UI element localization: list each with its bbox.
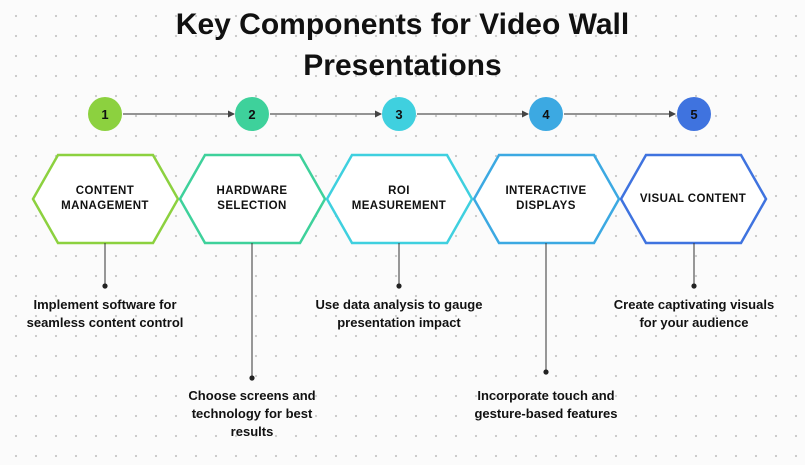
step-number-2: 2: [235, 97, 269, 131]
hexagon-interactive-displays: [472, 153, 621, 245]
description-line: for your audience: [639, 315, 749, 330]
description-line: results: [230, 424, 274, 439]
description-line: Create captivating visuals: [613, 297, 775, 312]
description-line: Implement software for: [33, 297, 177, 312]
description-hardware-selection: Choose screens and technology for best r…: [162, 387, 342, 441]
hex-label-roi-measurement: ROI MEASUREMENT: [339, 184, 459, 214]
hex-label-line: VISUAL CONTENT: [639, 192, 747, 205]
description-line: gesture-based features: [474, 406, 618, 421]
hex-label-line: ROI: [388, 185, 410, 197]
description-visual-content: Create captivating visuals for your audi…: [599, 296, 789, 332]
hex-label-interactive-displays: INTERACTIVE DISPLAYS: [486, 184, 606, 214]
hexagon-content-management: [31, 153, 180, 245]
step-number-1: 1: [88, 97, 122, 131]
hexagon-roi-measurement: [325, 153, 474, 245]
description-roi-measurement: Use data analysis to gauge presentation …: [299, 296, 499, 332]
hex-label-line: DISPLAYS: [516, 200, 576, 212]
hex-label-line: SELECTION: [217, 200, 287, 212]
page-title: Key Components for Video Wall Presentati…: [0, 4, 805, 86]
title-line-2: Presentations: [303, 49, 502, 82]
hex-label-line: CONTENT: [75, 185, 135, 197]
description-line: Use data analysis to gauge: [315, 297, 483, 312]
hex-label-hardware-selection: HARDWARE SELECTION: [192, 184, 312, 214]
description-line: seamless content control: [26, 315, 184, 330]
connector-dot-5: [691, 283, 697, 289]
connector-dot-4: [543, 369, 549, 375]
description-line: technology for best: [191, 406, 313, 421]
hexagon-hardware-selection: [178, 153, 327, 245]
connector-dot-1: [102, 283, 108, 289]
description-line: presentation impact: [337, 315, 461, 330]
hex-label-line: MEASUREMENT: [351, 200, 447, 212]
step-number-5: 5: [677, 97, 711, 131]
hex-label-line: HARDWARE: [216, 185, 288, 197]
hexagon-visual-content: [619, 153, 768, 245]
description-interactive-displays: Incorporate touch and gesture-based feat…: [451, 387, 641, 423]
title-line-1: Key Components for Video Wall: [175, 8, 630, 41]
hex-label-content-management: CONTENT MANAGEMENT: [45, 184, 165, 214]
description-line: Choose screens and: [188, 388, 316, 403]
description-line: Incorporate touch and: [477, 388, 615, 403]
step-number-3: 3: [382, 97, 416, 131]
hex-label-line: MANAGEMENT: [61, 200, 149, 212]
hex-label-visual-content: VISUAL CONTENT: [633, 184, 753, 214]
connector-dot-3: [396, 283, 402, 289]
step-number-4: 4: [529, 97, 563, 131]
description-content-management: Implement software for seamless content …: [10, 296, 200, 332]
hex-label-line: INTERACTIVE: [505, 185, 587, 197]
connector-dot-2: [249, 375, 255, 381]
